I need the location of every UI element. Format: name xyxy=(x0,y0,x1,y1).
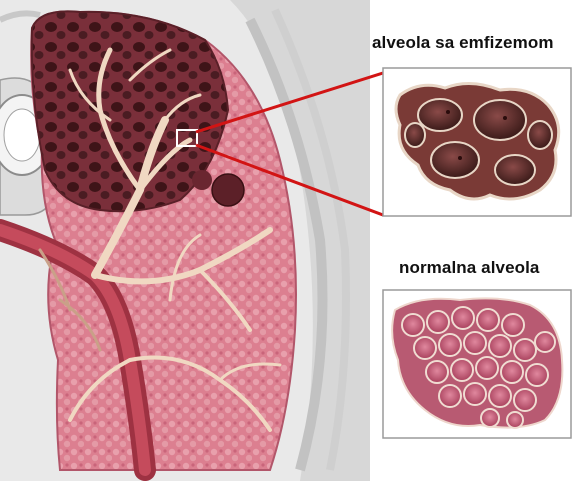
normal-alveolus-inset xyxy=(383,290,571,438)
normal-alveolus-label: normalna alveola xyxy=(399,258,540,278)
emphysema-alveolus-label: alveola sa emfizemom xyxy=(372,33,554,53)
emphysema-alveolus-inset xyxy=(383,68,571,216)
